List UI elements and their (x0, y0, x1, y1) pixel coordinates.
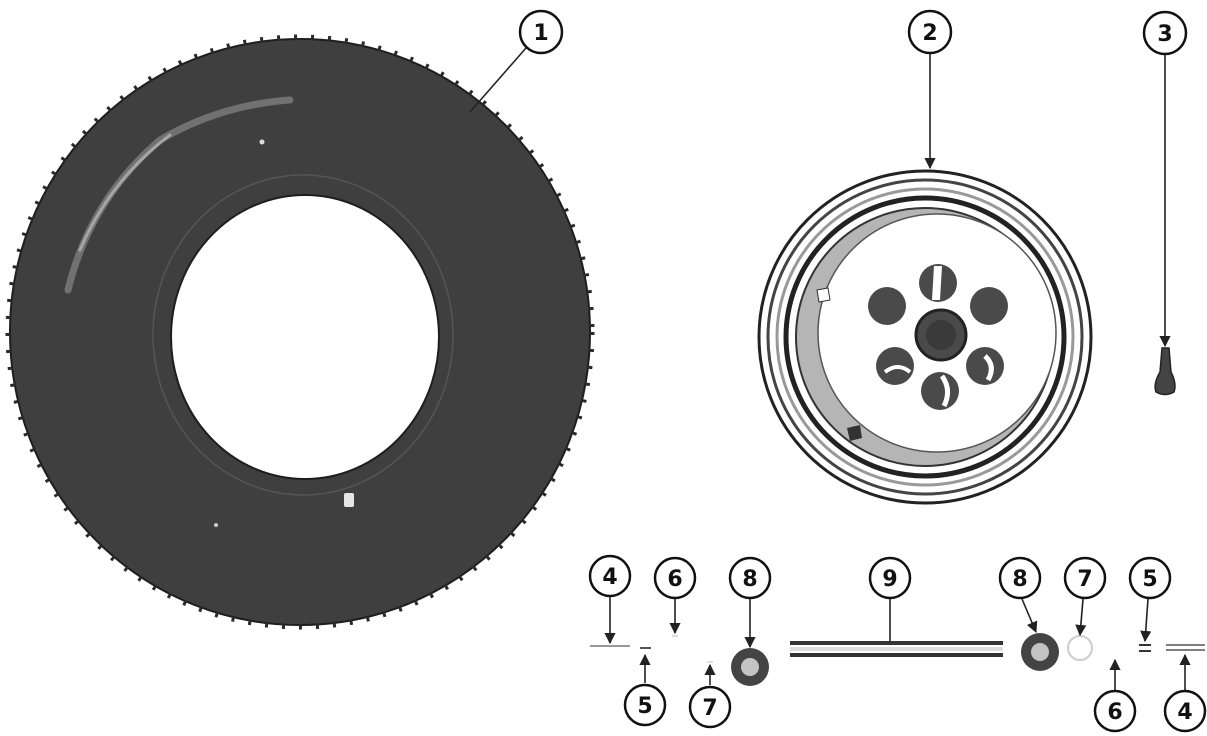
tire-speck (214, 523, 218, 527)
callout-6-left: 6 (655, 558, 695, 598)
bearing-inner (1031, 643, 1049, 661)
leader-8-right (1022, 599, 1036, 632)
callout-number: 8 (1012, 567, 1027, 592)
bearing-icon (1021, 633, 1059, 671)
bearing-inner (741, 658, 759, 676)
spacer-icon (1139, 645, 1151, 651)
axle-icon (790, 643, 1003, 655)
bearing-icon (731, 648, 769, 686)
callout-6-right: 6 (1095, 691, 1135, 731)
callout-3: 3 (1144, 12, 1186, 54)
callout-number: 5 (1142, 567, 1157, 592)
callout-number: 7 (702, 696, 717, 721)
callout-number: 1 (533, 21, 548, 46)
rim-slot (817, 288, 830, 302)
callout-8-right: 8 (1000, 558, 1040, 598)
callout-7-left: 7 (690, 687, 730, 727)
callout-5-right: 5 (1130, 558, 1170, 598)
valve-stem-icon (1155, 348, 1175, 395)
callout-9: 9 (870, 558, 910, 598)
bolt-hole (970, 287, 1008, 325)
callout-7-right: 7 (1065, 558, 1105, 598)
tire-body (10, 39, 590, 625)
callout-number: 8 (742, 567, 757, 592)
tire-icon (8, 37, 592, 627)
leader-7-right (1080, 599, 1083, 635)
callout-4-right: 4 (1165, 691, 1205, 731)
washer-icon (1166, 645, 1205, 650)
callout-2: 2 (909, 11, 951, 53)
leader-1 (470, 48, 526, 112)
tire-mark (344, 493, 354, 507)
callout-number: 7 (1077, 567, 1092, 592)
hub-hole-inner (926, 320, 956, 350)
callout-4-left: 4 (590, 556, 630, 596)
callout-number: 2 (922, 21, 937, 46)
callout-number: 4 (602, 565, 617, 590)
bolt-hole (921, 372, 959, 410)
callout-8-left: 8 (730, 558, 770, 598)
callout-number: 6 (667, 567, 682, 592)
bolt-hole (868, 287, 906, 325)
bolt-hole (966, 347, 1004, 385)
callout-number: 9 (882, 567, 897, 592)
leader-5-right (1145, 599, 1148, 641)
callout-number: 6 (1107, 700, 1122, 725)
wheel-rim-icon (759, 171, 1091, 503)
callout-number: 5 (637, 694, 652, 719)
callout-1: 1 (520, 11, 562, 53)
callout-number: 3 (1157, 22, 1172, 47)
callout-5-left: 5 (625, 685, 665, 725)
tire-speck (260, 140, 265, 145)
callout-number: 4 (1177, 700, 1192, 725)
cup-icon (1068, 636, 1092, 660)
